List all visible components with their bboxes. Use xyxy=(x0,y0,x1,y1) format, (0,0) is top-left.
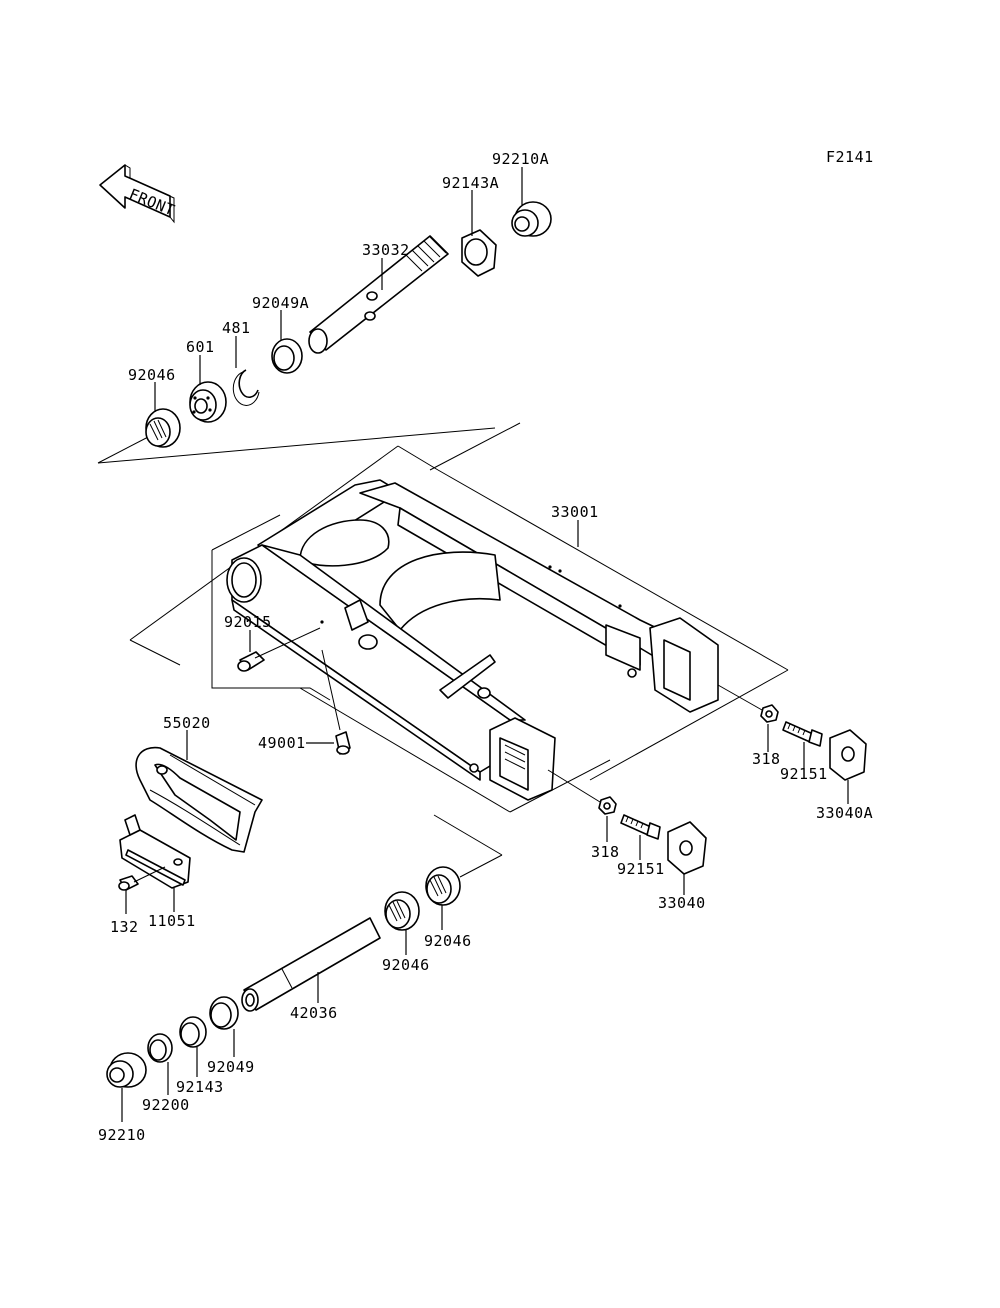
label-318-right: 318 xyxy=(752,750,781,768)
front-arrow-icon: FRONT xyxy=(99,164,177,224)
part-92046-needle-bearing-b1 xyxy=(384,891,420,931)
label-92151-mid: 92151 xyxy=(617,860,665,878)
part-33040-chain-adjuster-plate xyxy=(667,821,707,875)
label-49001: 49001 xyxy=(258,734,306,752)
part-92143A-collar xyxy=(461,229,497,277)
label-11051: 11051 xyxy=(148,912,196,930)
label-481: 481 xyxy=(222,319,251,337)
label-42036: 42036 xyxy=(290,1004,338,1022)
label-92046-b1: 92046 xyxy=(382,956,430,974)
part-33040A-chain-adjuster-plate xyxy=(829,729,867,781)
part-33001-swingarm xyxy=(226,479,719,801)
label-92015: 92015 xyxy=(224,613,272,631)
part-55020-chain-guard xyxy=(135,746,263,853)
label-92046-top: 92046 xyxy=(128,366,176,384)
part-49001-grease-nipple xyxy=(335,731,351,755)
label-92046-b2: 92046 xyxy=(424,932,472,950)
part-318-nut-right xyxy=(760,704,779,723)
label-318-mid: 318 xyxy=(591,843,620,861)
part-601-ball-bearing xyxy=(189,381,227,423)
part-318-nut-mid xyxy=(598,796,617,815)
label-33001: 33001 xyxy=(551,503,599,521)
label-92210: 92210 xyxy=(98,1126,146,1144)
label-92210A: 92210A xyxy=(492,150,549,168)
label-132: 132 xyxy=(110,918,139,936)
part-92151-bolt-right xyxy=(782,721,823,747)
label-92200: 92200 xyxy=(142,1096,190,1114)
label-92143: 92143 xyxy=(176,1078,224,1096)
part-92143-collar xyxy=(179,1016,207,1048)
part-92046-needle-bearing-top xyxy=(145,408,181,448)
figure-code: F2141 xyxy=(826,148,874,166)
part-42036-sleeve xyxy=(241,917,381,1012)
part-92049A-seal xyxy=(271,338,303,374)
label-55020: 55020 xyxy=(163,714,211,732)
label-92151-right: 92151 xyxy=(780,765,828,783)
part-11051-bracket xyxy=(119,814,191,889)
part-132-screw xyxy=(118,875,139,891)
part-481-circlip xyxy=(232,369,260,406)
part-92200-washer xyxy=(147,1033,173,1063)
part-92210A-pivot-cap xyxy=(511,201,552,237)
label-33032: 33032 xyxy=(362,241,410,259)
label-92049A: 92049A xyxy=(252,294,309,312)
label-33040A: 33040A xyxy=(816,804,873,822)
label-92143A: 92143A xyxy=(442,174,499,192)
part-92046-needle-bearing-b2 xyxy=(425,866,461,906)
label-601: 601 xyxy=(186,338,215,356)
part-92210-pivot-cap xyxy=(106,1052,147,1088)
label-92049: 92049 xyxy=(207,1058,255,1076)
part-33032-pivot-shaft xyxy=(308,235,449,354)
part-92015-bolt xyxy=(237,651,265,672)
part-92151-bolt-mid xyxy=(620,814,661,840)
part-92049-seal xyxy=(209,996,239,1030)
label-33040: 33040 xyxy=(658,894,706,912)
